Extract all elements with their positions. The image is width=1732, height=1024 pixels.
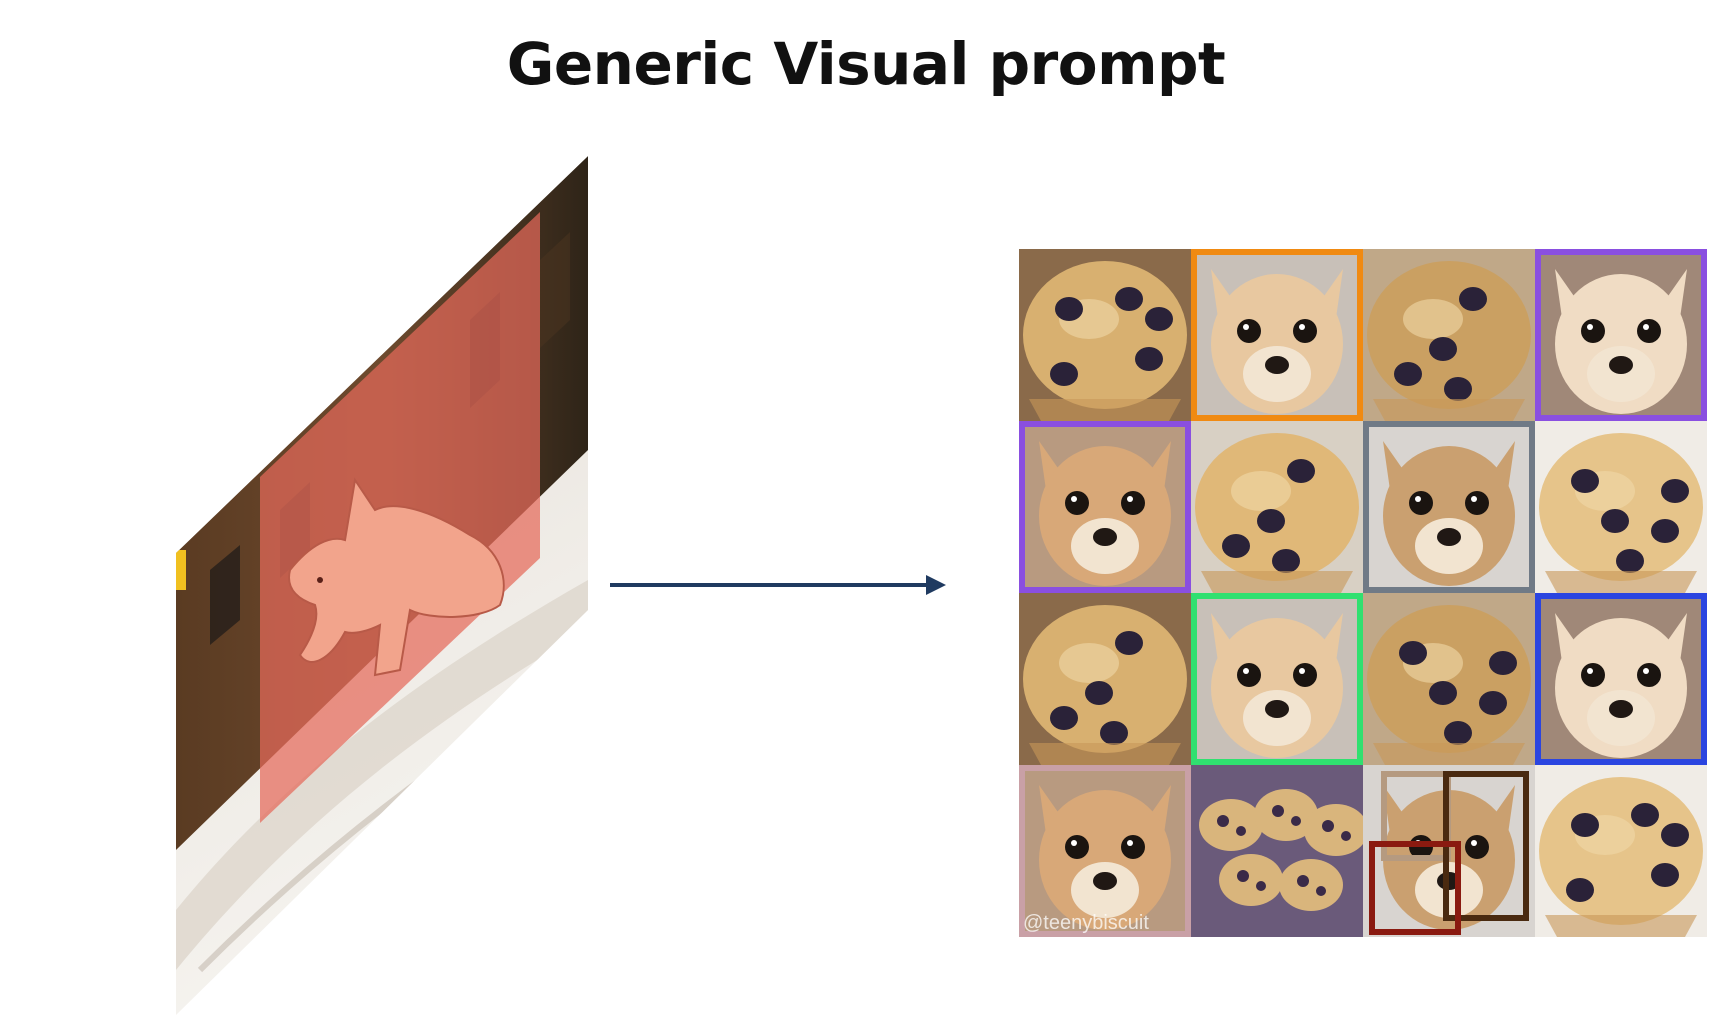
muffin-image [1191, 765, 1363, 937]
chihuahua-image [1363, 421, 1535, 593]
detection-box [1369, 841, 1461, 935]
muffin-image [1363, 593, 1535, 765]
detection-box [1535, 249, 1707, 421]
chihuahua-image [1535, 593, 1707, 765]
detection-box [1363, 421, 1535, 593]
chihuahua-image [1191, 249, 1363, 421]
detection-box [1535, 593, 1707, 765]
detection-box [1191, 249, 1363, 421]
chihuahua-image: @teenybiscuit [1019, 765, 1191, 937]
chihuahua-image [1019, 421, 1191, 593]
muffin-image [1363, 249, 1535, 421]
detection-box [1019, 421, 1191, 593]
muffin-image [1019, 249, 1191, 421]
muffin-image [1019, 593, 1191, 765]
visual-prompt-image [176, 156, 588, 1015]
detection-box [1191, 593, 1363, 765]
watermark-text: @teenybiscuit [1023, 912, 1149, 934]
page-title: Generic Visual prompt [506, 30, 1226, 98]
muffin-image [1191, 421, 1363, 593]
muffin-image [1535, 421, 1707, 593]
chihuahua-image [1535, 249, 1707, 421]
chihuahua-image [1363, 765, 1535, 937]
chihuahua-image [1191, 593, 1363, 765]
results-grid: @teenybiscuit [1019, 249, 1707, 937]
arrow-right-icon [610, 575, 946, 595]
muffin-image [1535, 765, 1707, 937]
detection-box [1019, 765, 1191, 937]
